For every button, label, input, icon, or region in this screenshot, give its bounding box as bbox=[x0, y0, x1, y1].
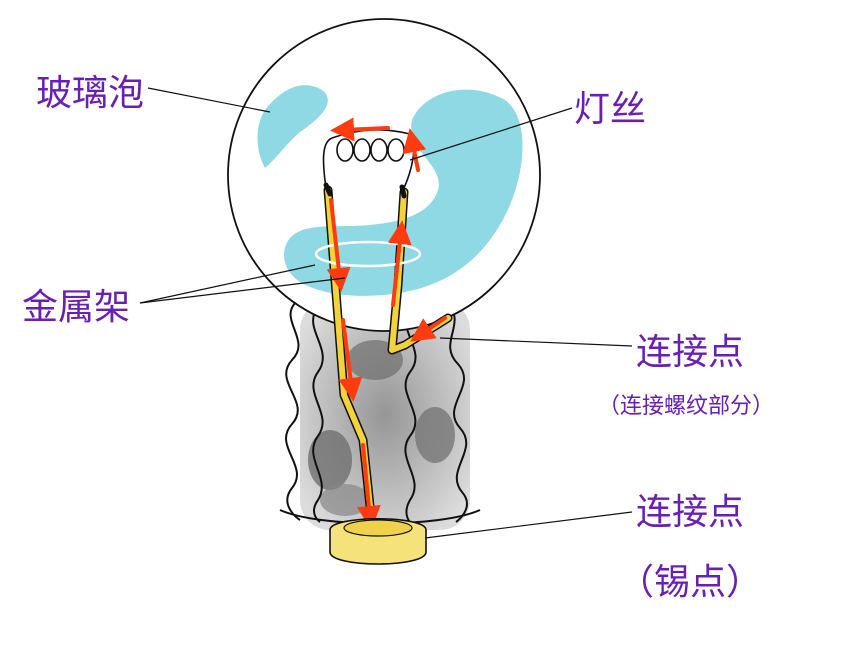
arrow-contact bbox=[410, 316, 447, 342]
leader-lines bbox=[139, 87, 633, 539]
label-glass-bulb: 玻璃泡 bbox=[36, 73, 145, 114]
arrow-left-wire-1 bbox=[326, 198, 351, 292]
glass-highlight bbox=[257, 85, 328, 168]
label-filament: 灯丝 bbox=[574, 89, 647, 130]
current-arrows bbox=[326, 117, 447, 530]
label-contact-solder-note: （锡点） bbox=[618, 562, 763, 603]
glass-bulb bbox=[227, 18, 541, 332]
arrow-filament-top bbox=[330, 117, 390, 142]
label-contact-thread: 连接点 bbox=[636, 332, 745, 373]
label-contact-thread-note: （连接螺纹部分） bbox=[598, 394, 775, 419]
arrow-filament-right bbox=[402, 128, 427, 172]
arrow-right-wire bbox=[387, 220, 412, 307]
arrow-left-wire-3 bbox=[356, 443, 381, 530]
label-contact-solder: 连接点 bbox=[636, 492, 745, 533]
label-metal-frame: 金属架 bbox=[22, 287, 131, 328]
solder-point bbox=[329, 517, 427, 565]
arrow-left-wire-2 bbox=[338, 318, 363, 402]
